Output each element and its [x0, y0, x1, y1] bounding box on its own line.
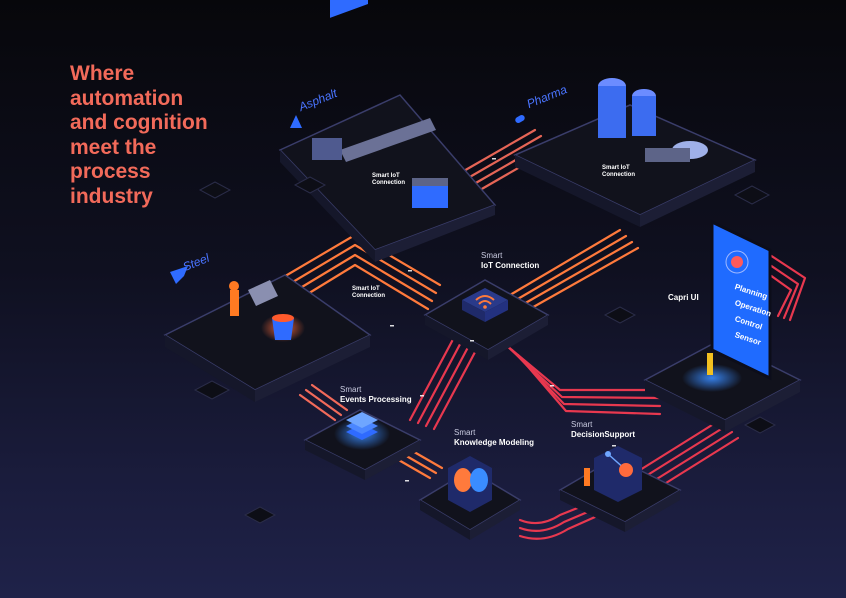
label-decision-support: Smart DecisionSupport — [571, 420, 635, 440]
label-decision-support-name: DecisionSupport — [571, 430, 636, 439]
node-knowledge — [418, 456, 522, 540]
platform-asphalt — [278, 0, 497, 262]
stripe-steel-events — [298, 383, 349, 422]
iot-label-steel: Smart IoT Connection — [352, 286, 385, 299]
steel-logo-icon — [170, 266, 188, 284]
iot-label-pharma: Smart IoT Connection — [602, 165, 635, 178]
stripe-decision-phone — [638, 418, 740, 490]
stripe-iot-phone — [498, 338, 662, 416]
smart-word: Smart — [454, 428, 476, 437]
stripe-iot-events — [408, 328, 484, 431]
node-iot — [423, 279, 550, 360]
label-events-processing-name: Events Processing — [340, 395, 412, 404]
smart-word: Smart — [481, 251, 503, 260]
smart-word: Smart — [571, 420, 593, 429]
capri-ui-label: Capri UI — [668, 293, 699, 302]
label-knowledge-modeling: Smart Knowledge Modeling — [454, 428, 534, 448]
node-decision — [558, 446, 682, 532]
plant-icons — [170, 115, 525, 284]
pharma-logo-icon — [515, 115, 525, 123]
connection-stripes — [268, 128, 807, 540]
label-iot-connection-name: IoT Connection — [481, 261, 540, 270]
label-events-processing: Smart Events Processing — [340, 385, 412, 405]
stripe-iot-pharma — [508, 228, 640, 312]
platform-pharma — [513, 78, 757, 227]
label-knowledge-modeling-name: Knowledge Modeling — [454, 438, 534, 447]
smart-word: Smart — [340, 385, 362, 394]
decorative-tiles — [193, 176, 777, 524]
stripe-knowledge-decision — [518, 503, 597, 540]
node-events — [303, 409, 422, 480]
phone-platform — [643, 219, 802, 432]
headline: Where automation and cognition meet the … — [70, 62, 208, 208]
label-iot-connection: Smart IoT Connection — [481, 251, 539, 271]
asphalt-logo-icon — [290, 115, 302, 128]
platform-steel — [163, 274, 372, 402]
flow-arrow-markers — [390, 158, 616, 482]
iot-label-asphalt: Smart IoT Connection — [372, 173, 405, 186]
stripe-phone-right — [768, 253, 807, 322]
